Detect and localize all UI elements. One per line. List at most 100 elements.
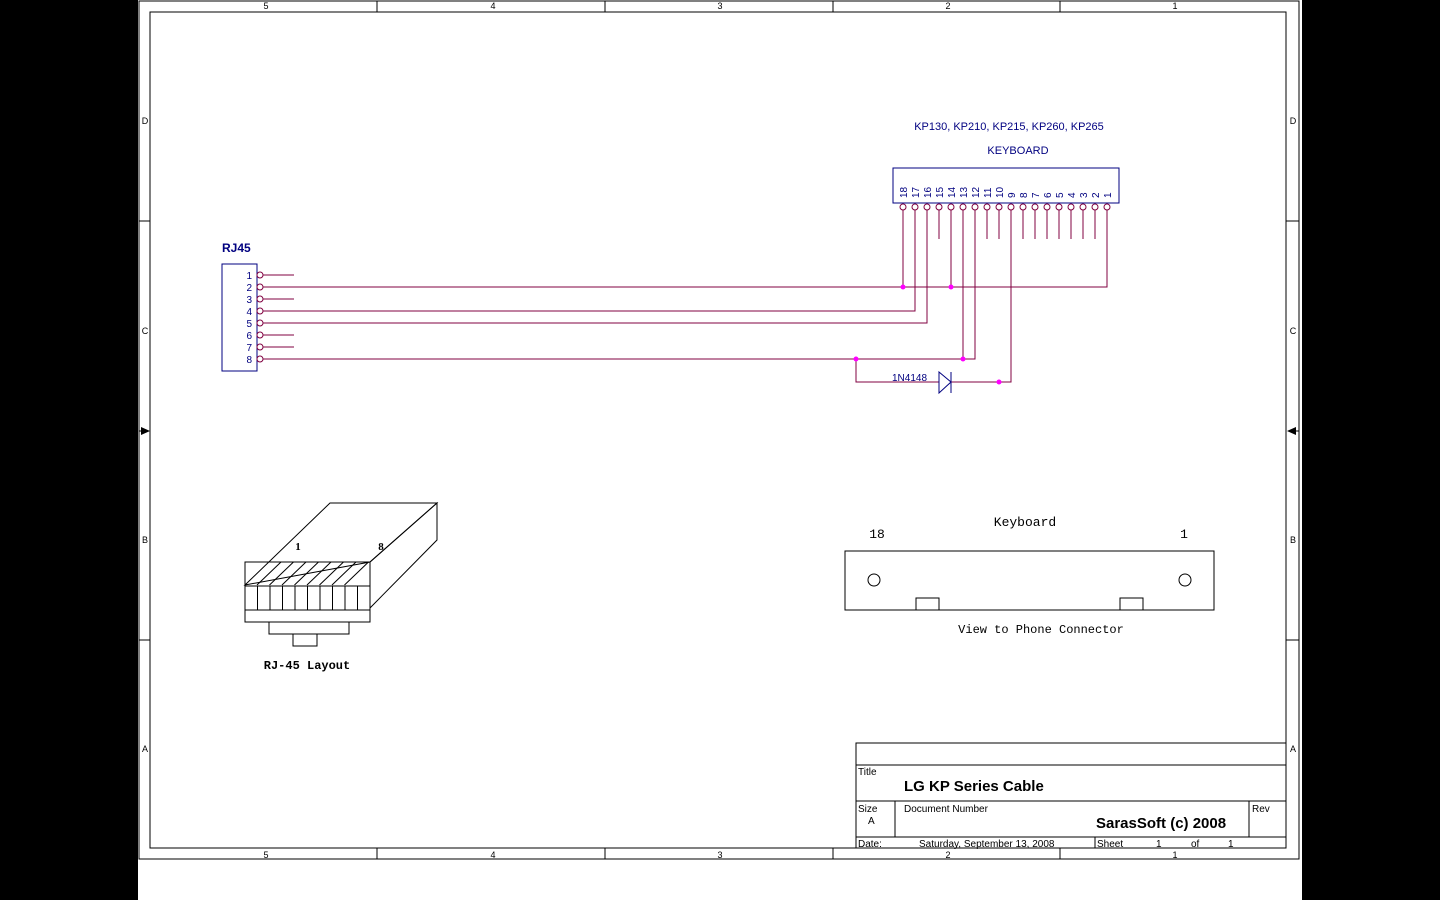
rj45-layout-caption: RJ-45 Layout [264,659,350,673]
keyboard-pin-number: 4 [1067,192,1078,198]
mounting-hole [1178,573,1192,587]
junction-dot [900,284,906,290]
col-label-top: 5 [263,1,268,11]
pin-terminal [911,203,919,211]
keyboard-title: KEYBOARD [987,145,1048,157]
keyboard-pin: 14 [947,186,958,239]
pin-terminal [1079,203,1087,211]
pin-terminal [923,203,931,211]
diode-1n4148 [938,370,952,395]
keyboard-pin-number: 5 [1055,192,1066,198]
rj45-pin-number: 7 [246,343,252,354]
row-label-left: D [142,116,149,126]
col-label-top: 1 [1172,1,1177,11]
keyboard-pin: 1 [1103,192,1114,239]
rj45-pin-number: 5 [246,319,252,330]
pin-terminal [256,331,264,339]
row-label-left: C [142,326,149,336]
junction-dot [960,356,966,362]
keyboard-pin: 4 [1067,192,1078,239]
rj45-pin-number: 4 [246,307,252,318]
keyboard-pin: 10 [995,186,1006,239]
keyboard-pin: 18 [899,186,910,239]
keyboard-pin: 16 [923,186,934,239]
rj45-pin-number: 3 [246,295,252,306]
keyboard-pin: 8 [1019,192,1030,239]
keyboard-pin-number: 9 [1007,192,1018,198]
wire-diode-path [855,359,939,383]
pin-terminal [1067,203,1075,211]
col-label-top: 3 [717,1,722,11]
connector-right-pin: 1 [1180,527,1188,542]
wire-rj4-kbd17 [274,235,916,312]
sheet-number: 1 [1156,839,1162,850]
rj45-pin: 2 [246,283,294,294]
keyboard-models: KP130, KP210, KP215, KP260, KP265 [914,121,1104,133]
pin-terminal [959,203,967,211]
col-label-bottom: 2 [945,850,950,860]
title-block [855,742,1287,849]
rj45-pin: 6 [246,331,294,342]
pin-terminal [1019,203,1027,211]
pin-terminal [899,203,907,211]
connector-view-title: Keyboard [994,515,1056,530]
keyboard-pin: 15 [935,186,946,239]
row-label-left: B [142,535,148,545]
keyboard-pin-number: 13 [959,186,970,198]
of-label: of [1191,839,1200,850]
plug-contact-slant [306,561,332,586]
plug-contact-slant [256,561,282,586]
keyboard-pin: 17 [911,186,922,239]
rj45-pin: 3 [246,295,294,306]
row-label-right: C [1290,326,1297,336]
rev-label: Rev [1252,804,1270,815]
rj45-pin-number: 6 [246,331,252,342]
keyboard-pin-number: 2 [1091,192,1102,198]
wire-rj8-kbd12 [274,235,976,360]
keyboard-pin-number: 11 [983,187,994,198]
col-label-bottom: 5 [263,850,268,860]
keyboard-pin-number: 15 [935,186,946,198]
keyboard-pin-number: 8 [1019,192,1030,198]
schematic-sheet: 5 4 3 2 1 5 4 3 2 1 D C B A D C B A RJ45… [138,0,1302,900]
keyboard-pin-number: 6 [1043,192,1054,198]
rj45-pin: 5 [246,319,294,330]
size-label: Size [858,804,878,815]
rj45-plug-drawing [243,501,439,647]
rj45-pin: 7 [246,343,294,354]
wire-kbd10 [999,235,1012,383]
plug-contact-slant [294,561,319,586]
keyboard-pin-number: 18 [899,186,910,198]
keyboard-pin-number: 16 [923,186,934,198]
title-label: Title [858,767,877,778]
inner-border [149,11,1287,849]
rj45-pin-number: 1 [246,271,252,282]
rj45-title: RJ45 [222,241,251,255]
keyboard-pin-number: 7 [1031,192,1042,198]
pin-terminal [256,355,264,363]
pin-terminal [256,319,264,327]
wire-rj2-kbd1 [274,235,1108,288]
junction-dot [948,284,954,290]
keyboard-pin: 12 [971,186,982,239]
plug-pin-last: 8 [378,541,384,553]
junction-dot [996,379,1002,385]
pin-terminal [1007,203,1015,211]
wiring [274,235,1108,383]
keyboard-pin: 11 [983,187,994,239]
keyboard-pin: 13 [959,186,970,239]
junctions [853,284,1002,385]
date-value: Saturday, September 13, 2008 [919,839,1055,850]
keyboard-pin-number: 3 [1079,192,1090,198]
pin-terminal [256,283,264,291]
connector-view-caption: View to Phone Connector [958,623,1124,637]
pin-terminal [971,203,979,211]
col-label-top: 4 [490,1,495,11]
rj45-body [221,263,258,372]
junction-dot [853,356,859,362]
rj45-pin: 1 [246,271,294,282]
date-label: Date: [858,839,882,850]
col-label-top: 2 [945,1,950,11]
keyboard-pin-number: 10 [995,186,1006,198]
